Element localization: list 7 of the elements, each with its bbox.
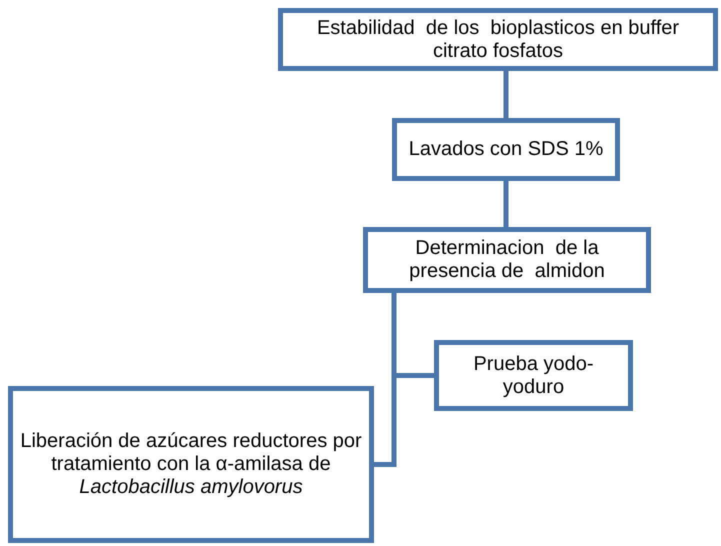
process-box: Prueba yodo-yoduro (434, 340, 633, 411)
connector-line (504, 71, 508, 118)
process-box: Lavados con SDS 1% (392, 118, 620, 181)
connector-line (504, 181, 508, 227)
process-box: Determinacion de la presencia de almidon (363, 227, 651, 293)
process-box: Estabilidad de los bioplasticos en buffer citrato fosfatos (278, 8, 718, 71)
process-box: Liberación de azúcares reductores por tratamiento con la α-amilasa de Lactobacillus amylovorus (8, 386, 374, 543)
